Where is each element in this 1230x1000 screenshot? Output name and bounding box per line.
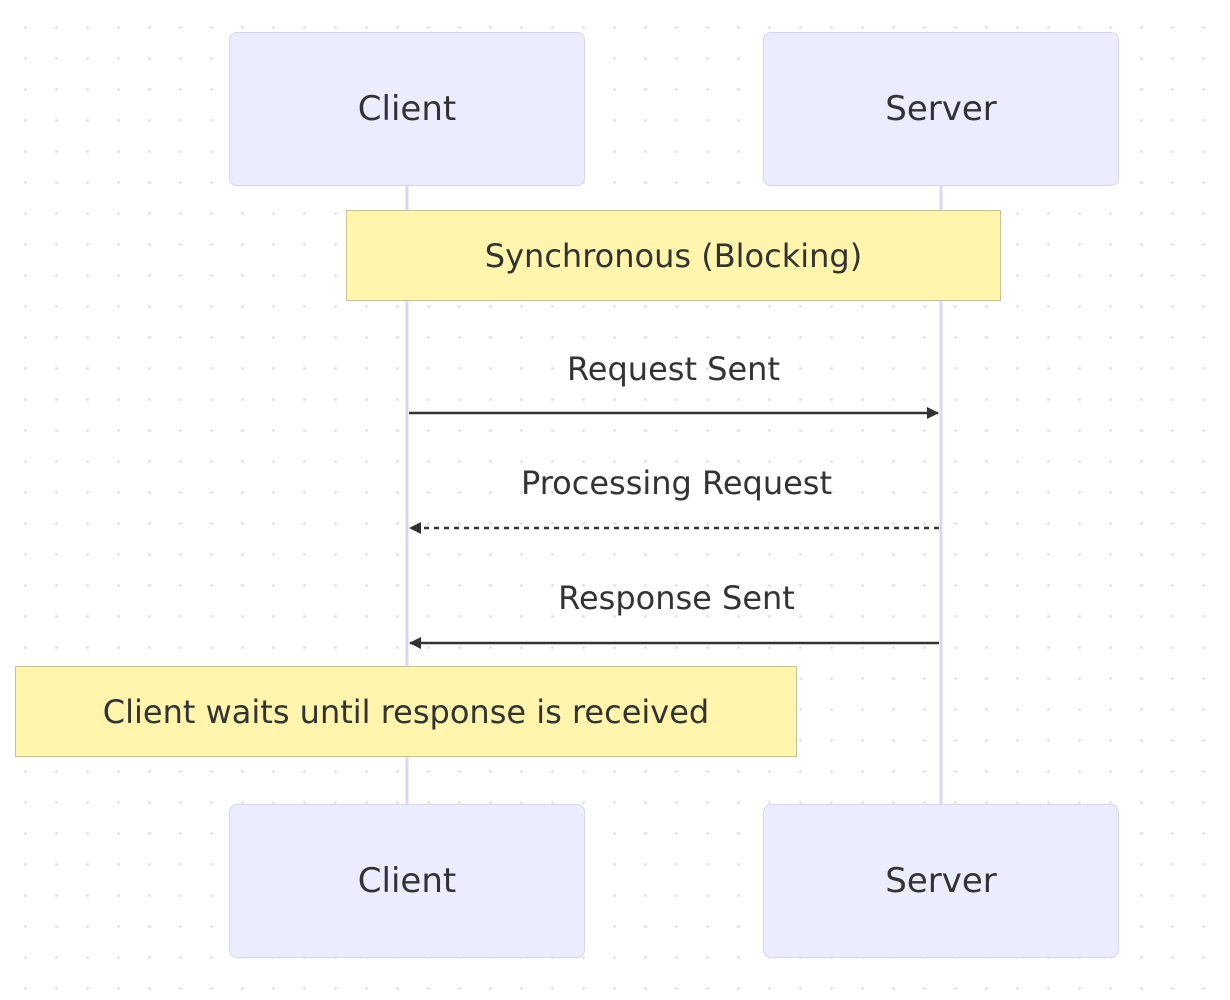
note-text: Client waits until response is received: [102, 692, 710, 731]
participant-label: Client: [357, 861, 457, 901]
participant-label: Server: [885, 861, 997, 901]
message-label-processing: Processing Request: [520, 464, 833, 502]
wait-note: Client waits until response is received: [15, 666, 797, 757]
message-label-response: Response Sent: [558, 579, 795, 617]
participant-server-top: Server: [763, 32, 1119, 186]
participant-client-bottom: Client: [229, 804, 585, 958]
participant-label: Client: [357, 89, 457, 129]
participant-client-top: Client: [229, 32, 585, 186]
participant-server-bottom: Server: [763, 804, 1119, 958]
message-label-request: Request Sent: [567, 350, 780, 388]
note-text: Synchronous (Blocking): [484, 236, 863, 275]
participant-label: Server: [885, 89, 997, 129]
sync-note: Synchronous (Blocking): [346, 210, 1001, 301]
